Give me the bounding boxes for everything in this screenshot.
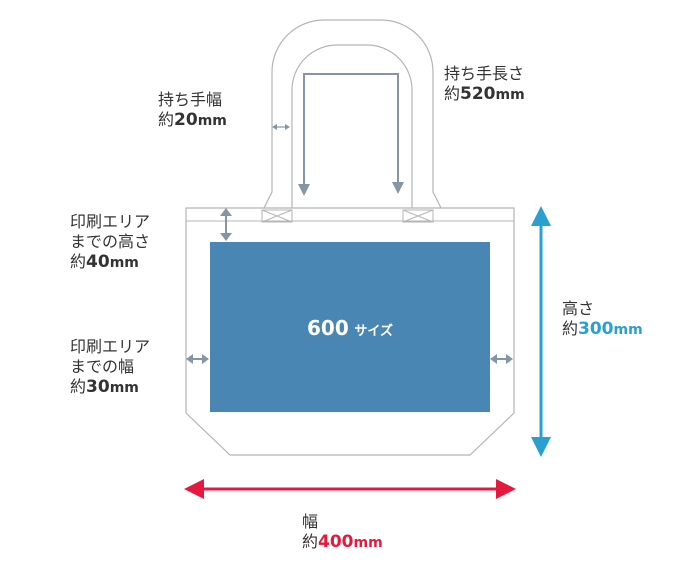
handle-width-title: 持ち手幅 xyxy=(158,90,223,109)
left-handle-tab xyxy=(261,209,293,223)
height-label: 高さ 約300mm xyxy=(562,299,643,339)
width-value: 400 xyxy=(318,532,354,552)
print-area-number: 600 xyxy=(307,316,349,340)
height-value: 300 xyxy=(578,319,614,339)
handle-outline xyxy=(261,19,444,213)
width-title: 幅 xyxy=(302,512,319,531)
print-top-label: 印刷エリア までの高さ 約40mm xyxy=(70,212,151,272)
handle-length-title: 持ち手長さ xyxy=(444,64,525,83)
handle-length-value: 520 xyxy=(460,84,496,104)
handle-width-value: 20 xyxy=(174,110,198,130)
right-handle-tab xyxy=(402,209,434,223)
print-side-label: 印刷エリア までの幅 約30mm xyxy=(70,337,151,397)
print-top-value: 40 xyxy=(86,252,110,272)
print-area-label: 600 サイズ xyxy=(210,316,490,340)
handle-inner-outline xyxy=(291,44,413,212)
height-title: 高さ xyxy=(562,299,595,318)
handle-width-label: 持ち手幅 約20mm xyxy=(158,90,227,130)
print-side-value: 30 xyxy=(86,377,110,397)
print-area xyxy=(210,242,490,412)
handle-length-arrow xyxy=(303,73,404,194)
print-area-size-label: サイズ xyxy=(354,324,393,339)
width-label: 幅 約400mm xyxy=(302,512,383,552)
handle-length-label: 持ち手長さ 約520mm xyxy=(444,64,525,104)
